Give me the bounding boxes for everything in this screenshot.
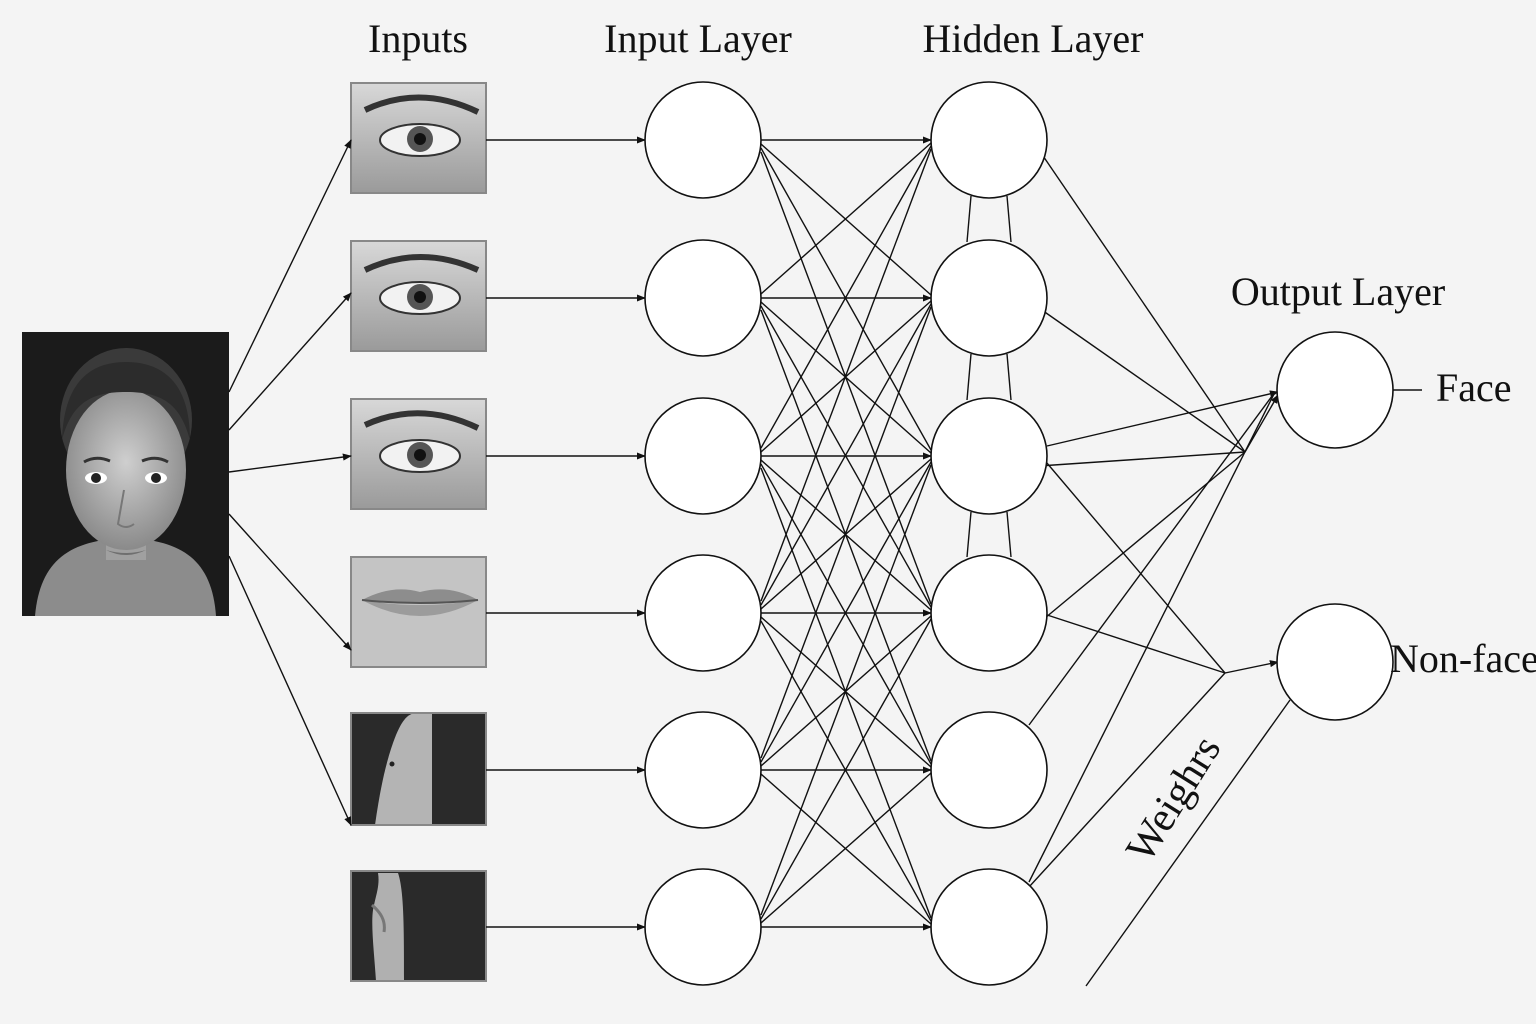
input-layer-node [644,239,762,357]
input-to-hidden-edge [760,618,932,920]
input-to-hidden-edge [760,467,932,919]
non-face-output-label: Non-face [1390,636,1536,681]
hidden-link-edge [966,511,972,558]
network-nodes [644,81,1394,986]
hidden-layer-node [930,397,1048,515]
input-to-hidden-edge [760,143,932,296]
right-eye-image [350,82,487,194]
inputs-title: Inputs [368,16,468,61]
input-to-hidden-edge [760,772,932,924]
input-to-hidden-edge [760,464,932,916]
non-face-output-node [1276,603,1394,721]
photo-to-input-edge [228,292,352,431]
input-layer-node [644,554,762,672]
body-part-image [350,712,487,826]
hidden-link-edge [1006,353,1012,401]
hidden-link-edge [1006,195,1012,243]
converge-to-nonface-edge [1224,660,1279,674]
hidden-to-output-edge [1040,455,1226,674]
input-to-hidden-edge [760,461,932,763]
weights-label: Weighrs [1118,728,1231,870]
hidden-to-output-edge [1028,391,1276,883]
input-layer-node [644,81,762,199]
hidden-layer-node [930,81,1048,199]
input-layer-node [644,711,762,829]
source-face-photo [22,332,229,616]
face-output-label: Face [1436,365,1512,410]
input-to-hidden-edge [760,463,932,765]
input-to-hidden-edge [760,459,932,611]
hidden-layer-node [930,868,1048,986]
connection-edges [228,136,1279,931]
input-layer-node [644,868,762,986]
input-to-hidden-edge [760,145,932,449]
hidden-layer-node [930,239,1048,357]
face-output-node [1276,331,1394,449]
input-to-hidden-edge [760,301,932,454]
hidden-link-edge [966,353,972,401]
photo-to-input-edge [228,139,352,393]
hidden-to-output-edge [1028,672,1226,888]
hidden-layer-node [930,554,1048,672]
input-to-hidden-edge [760,616,932,768]
input-to-hidden-edge [760,148,932,602]
hidden-to-output-edge [1038,451,1246,467]
output-layer-title: Output Layer [1231,269,1445,314]
hidden-to-output-edge [1038,149,1246,453]
weights-pointer-line [1085,699,1291,987]
hidden-to-output-edge [1038,307,1246,453]
hidden-to-face-edge [1046,390,1279,447]
input-to-hidden-edge [760,147,932,451]
hidden-to-output-edge [1038,451,1246,624]
hidden-to-output-edge [1028,391,1276,726]
hidden-to-output-edge [1040,612,1226,674]
input-to-hidden-edge [760,773,932,925]
input-to-hidden-edge [760,142,932,295]
photo-to-input-edge [228,453,352,473]
input-layer-title: Input Layer [604,16,792,61]
hidden-layer-title: Hidden Layer [922,16,1143,61]
hidden-layer-node [930,711,1048,829]
mouth-image [350,556,487,668]
input-to-hidden-edge [760,303,932,606]
photo-to-input-edge [228,513,352,651]
input-to-hidden-edge [760,620,932,922]
eye-image [350,398,487,510]
photo-to-input-edge [228,555,352,826]
finger-image [350,870,487,982]
converge-to-face-edge [1244,394,1279,453]
left-eye-image [350,240,487,352]
hidden-link-edge [1006,511,1012,558]
input-layer-node [644,397,762,515]
hidden-link-edge [966,195,972,243]
input-to-hidden-edge [760,306,932,759]
